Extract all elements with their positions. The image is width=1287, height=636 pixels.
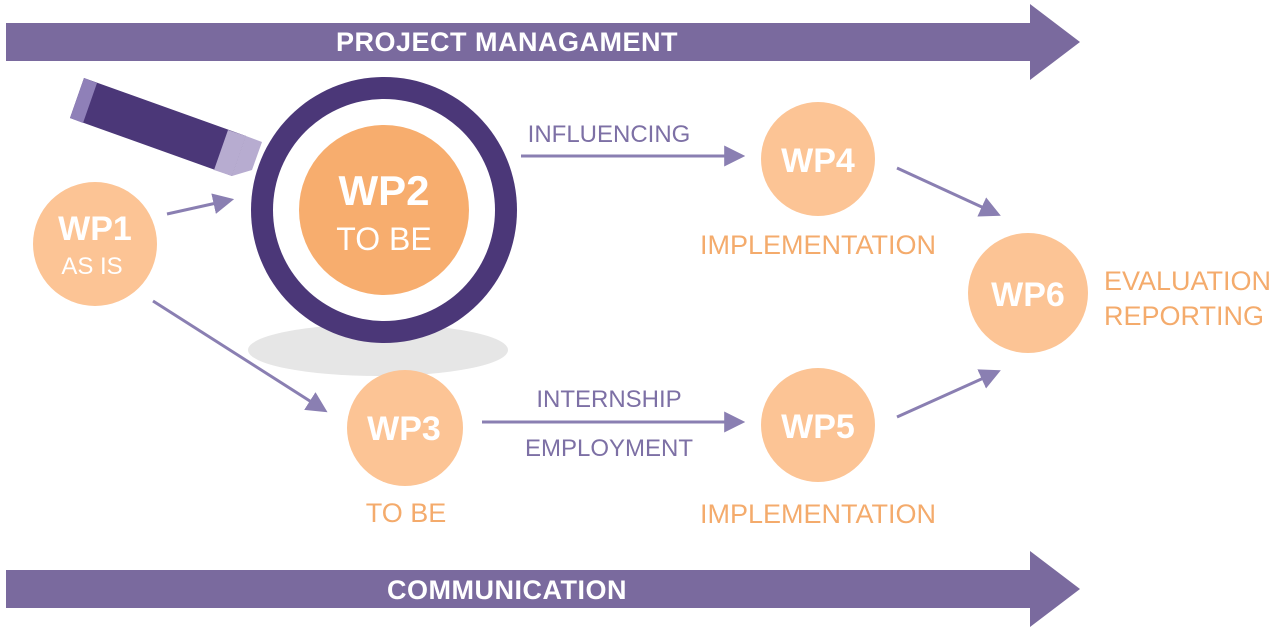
wp6-title: WP6	[991, 276, 1065, 314]
arrow-wp1-to-wp2	[166, 193, 235, 216]
arrow-wp4-to-wp6	[896, 166, 1001, 217]
wp4-node	[761, 102, 875, 216]
communication-banner	[6, 551, 1080, 627]
wp3-caption: TO BE	[366, 498, 447, 528]
wp2-node	[299, 125, 469, 295]
wp6-node	[968, 233, 1088, 353]
wp4-caption: IMPLEMENTATION	[700, 230, 936, 260]
wp1-title: WP1	[58, 210, 132, 248]
internship-label: INTERNSHIP	[536, 386, 681, 413]
project-management-banner	[6, 4, 1080, 80]
wp3-node	[347, 370, 463, 486]
wp2-subtitle: TO BE	[336, 221, 431, 257]
wp3-title: WP3	[367, 410, 441, 448]
wp5-node	[761, 368, 875, 482]
wp2-title: WP2	[338, 167, 429, 214]
wp4-title: WP4	[781, 142, 855, 180]
communication-label: COMMUNICATION	[387, 575, 627, 605]
arrow-wp5-to-wp6	[896, 369, 1001, 419]
wp6-caption-line1: EVALUATION	[1104, 266, 1271, 296]
wp1-node	[33, 182, 157, 306]
wp6-caption-line2: REPORTING	[1104, 301, 1264, 331]
wp5-caption: IMPLEMENTATION	[700, 499, 936, 529]
magnifier-handle	[70, 78, 262, 176]
arrow-wp1-to-wp3	[152, 299, 328, 413]
employment-label: EMPLOYMENT	[525, 435, 693, 462]
wp5-title: WP5	[781, 408, 855, 446]
influencing-label: INFLUENCING	[528, 121, 691, 148]
magnifier-shadow	[248, 324, 508, 376]
wp1-subtitle: AS IS	[61, 253, 122, 280]
project-management-label: PROJECT MANAGAMENT	[336, 27, 678, 57]
